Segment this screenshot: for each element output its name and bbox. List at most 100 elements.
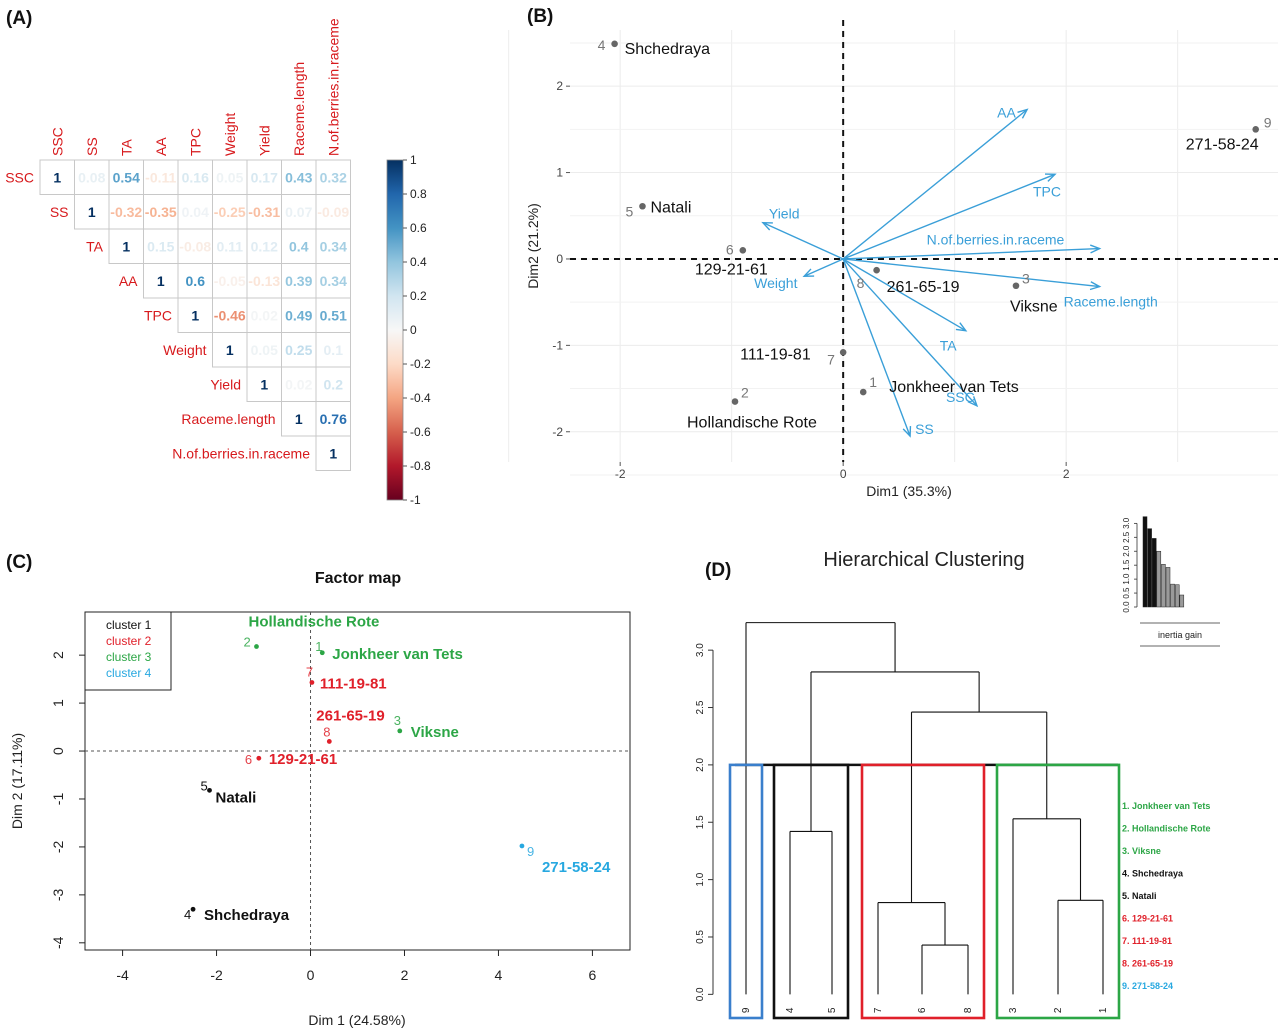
row-label: SS <box>50 204 69 220</box>
row-label: Weight <box>163 342 206 358</box>
point-number: 9 <box>1264 114 1272 130</box>
panel-label-d: (D) <box>705 560 731 581</box>
cluster-box <box>860 763 986 1020</box>
y-tick-label: 2 <box>50 651 66 659</box>
correlation-value: 0.08 <box>78 169 105 185</box>
inset-y-tick-label: 0.0 <box>1122 601 1131 613</box>
matrix-cell <box>315 228 351 264</box>
individual-point <box>519 843 525 849</box>
y-tick-label: -2 <box>50 840 66 853</box>
y-tick-label: 1 <box>50 699 66 707</box>
column-label: SS <box>84 137 100 156</box>
x-tick-label: 0 <box>307 967 315 983</box>
correlation-value: 0.4 <box>289 238 309 254</box>
correlation-value: -0.46 <box>214 307 246 323</box>
point-label: Viksne <box>1010 299 1058 316</box>
column-label: Raceme.length <box>291 62 307 156</box>
correlation-value: 1 <box>260 376 268 392</box>
inset-x-label: inertia gain <box>1158 630 1202 640</box>
legend-entry: cluster 3 <box>106 650 152 664</box>
legend-entry: 2. Hollandische Rote <box>1122 824 1211 834</box>
x-axis-title: Dim1 (35.3%) <box>866 483 952 499</box>
inset-bar <box>1142 516 1148 608</box>
point-label: Jonkheer van Tets <box>889 379 1019 396</box>
arrow-head <box>967 396 979 408</box>
legend-entry: cluster 2 <box>106 634 152 648</box>
inset-bar <box>1179 594 1185 608</box>
point-label: Hollandische Rote <box>687 415 817 432</box>
matrix-cell <box>212 194 248 230</box>
correlation-value: 0.07 <box>285 204 312 220</box>
arrow-label: SS <box>915 421 934 437</box>
matrix-cell <box>281 194 317 230</box>
individual-point <box>397 728 403 734</box>
legend-entry: cluster 1 <box>106 618 152 632</box>
matrix-cell <box>246 366 282 402</box>
individual-point <box>207 787 212 793</box>
y-tick-label: 0.5 <box>695 930 706 944</box>
colorbar <box>386 159 404 501</box>
arrow-head <box>1017 108 1029 119</box>
loading-arrow <box>843 247 1100 260</box>
correlation-value: 0.15 <box>147 238 174 254</box>
row-label: TPC <box>144 307 172 323</box>
matrix-cell <box>177 228 213 264</box>
correlation-value: 0.17 <box>251 169 278 185</box>
colorbar-tick-label: -0.6 <box>410 425 431 439</box>
arrow-label: Raceme.length <box>1064 294 1158 310</box>
row-label: Yield <box>210 376 241 392</box>
matrix-cell <box>281 263 317 299</box>
x-tick-label: -2 <box>210 967 223 983</box>
point-label: 129-21-61 <box>269 751 337 768</box>
row-label: TA <box>86 238 104 254</box>
matrix-cell <box>143 194 179 230</box>
inset-y-tick-label: 2.5 <box>1122 531 1131 543</box>
point-label: 129-21-61 <box>695 261 768 278</box>
arrow-head <box>1090 244 1102 254</box>
arrow-label: TPC <box>1033 183 1061 199</box>
y-tick-label: 2 <box>556 79 563 93</box>
matrix-cell <box>212 228 248 264</box>
arrow-head <box>1089 281 1102 291</box>
matrix-cell <box>143 228 179 264</box>
correlation-value: 1 <box>191 307 199 323</box>
point-label: 261-65-19 <box>887 279 960 296</box>
correlation-value: 1 <box>329 445 337 461</box>
correlation-value: 0.11 <box>217 238 244 254</box>
arrow-label: AA <box>997 104 1016 120</box>
correlation-value: 0.39 <box>285 273 312 289</box>
legend-entry: 6. 129-21-61 <box>1122 914 1173 924</box>
correlation-value: 1 <box>157 273 165 289</box>
inset-y-tick-label: 0.5 <box>1122 587 1131 599</box>
individual-point <box>326 739 332 744</box>
panel-label-a: (A) <box>6 8 32 29</box>
inset-bar <box>1170 583 1175 608</box>
row-label: Raceme.length <box>181 411 275 427</box>
matrix-cell <box>246 228 282 264</box>
loading-arrow <box>803 258 844 277</box>
point-label: Hollandische Rote <box>248 614 379 631</box>
x-axis-title: Dim 1 (24.58%) <box>308 1012 405 1028</box>
loading-arrow <box>842 258 911 437</box>
point-number: 3 <box>1022 271 1030 287</box>
y-tick-label: 2.5 <box>695 700 706 714</box>
colorbar-tick-label: 0.6 <box>410 221 427 235</box>
correlation-value: 0.2 <box>324 376 344 392</box>
correlation-value: 0.51 <box>320 307 347 323</box>
y-axis-title: Dim 2 (17.11%) <box>9 733 25 829</box>
point-number: 1 <box>869 374 877 390</box>
x-tick-label: 0 <box>840 467 847 481</box>
correlation-value: 0.1 <box>324 342 344 358</box>
individual-point <box>731 398 739 405</box>
correlation-value: 0.16 <box>182 169 209 185</box>
arrow-label: TA <box>940 338 958 354</box>
inset-bar <box>1151 538 1157 608</box>
y-tick-label: -1 <box>552 338 563 352</box>
matrix-cell <box>315 366 351 402</box>
matrix-cell <box>212 263 248 299</box>
y-axis-title: Dim2 (21.2%) <box>525 203 541 289</box>
leaf-label: 9 <box>741 1007 752 1013</box>
loading-arrow <box>842 108 1028 260</box>
point-number: 7 <box>306 664 313 679</box>
